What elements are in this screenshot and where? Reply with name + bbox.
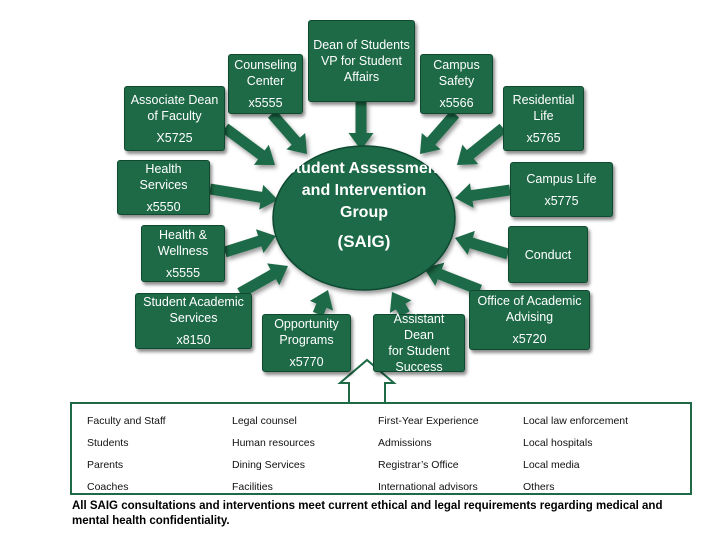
unit-name-line: Advising	[505, 310, 554, 324]
unit-name-line: Life	[533, 108, 554, 123]
partner-item: Legal counsel	[232, 415, 297, 427]
outline-up-arrow	[337, 358, 397, 404]
arrow-dean-of-students	[348, 102, 374, 150]
unit-name-line: Center	[246, 74, 285, 88]
unit-name-line: VP for Student	[320, 54, 403, 68]
unit-name-line: Wellness	[157, 243, 209, 258]
arrow-residential-life	[457, 123, 507, 165]
unit-name-line: Student Academic	[143, 295, 244, 309]
partner-item: Faculty and Staff	[87, 415, 166, 427]
unit-name-line: Health &	[159, 227, 207, 242]
unit-name-line: Associate Dean	[130, 92, 219, 107]
arrow-associate-dean-of-faculty	[221, 123, 275, 165]
unit-name-line: Assistant Dean	[393, 312, 445, 342]
unit-name-line: Services	[169, 311, 218, 325]
unit-extension: x5555	[165, 265, 201, 280]
partner-item: Facilities	[232, 481, 273, 493]
unit-extension: x5555	[248, 96, 283, 110]
unit-box-conduct: Conduct	[508, 226, 588, 283]
unit-name-line: Dean of Students	[313, 38, 410, 52]
center-label: Student Assessment and Intervention Grou…	[278, 158, 450, 252]
unit-extension: x5770	[289, 355, 324, 369]
partner-item: Human resources	[232, 437, 315, 449]
unit-name-line: Safety	[438, 74, 475, 88]
arrow-health-services	[209, 183, 278, 210]
unit-box-health-wellness: Health &Wellness x5555	[141, 225, 225, 282]
unit-name-line: Campus Life	[526, 171, 597, 186]
partner-item: Dining Services	[232, 459, 305, 471]
partner-item: Local hospitals	[523, 437, 593, 449]
unit-name-line: Services	[139, 177, 188, 192]
unit-extension: x5566	[439, 96, 474, 110]
unit-extension: x5720	[512, 332, 547, 346]
unit-name-line: for Student	[388, 344, 450, 358]
partner-item: Registrar’s Office	[378, 459, 459, 471]
partner-item: Admissions	[378, 437, 432, 449]
center-abbr: (SAIG)	[337, 232, 391, 251]
center-title: Student Assessment and Intervention Grou…	[285, 160, 443, 221]
unit-name-line: Affairs	[343, 70, 380, 84]
footer-note: All SAIG consultations and interventions…	[72, 500, 663, 527]
arrow-counseling-center	[267, 110, 307, 154]
arrow-student-academic-services	[237, 263, 288, 298]
unit-extension: x5550	[146, 199, 181, 214]
arrow-opportunity-programs	[309, 290, 333, 317]
partner-item: Coaches	[87, 481, 129, 493]
partner-item: Local media	[523, 459, 580, 471]
center-ellipse	[272, 145, 456, 291]
arrow-office-of-academic-advising	[424, 262, 482, 296]
partner-item: First-Year Experience	[378, 415, 479, 427]
unit-box-campus-life: Campus Life x5775	[510, 162, 613, 217]
unit-extension: x5775	[544, 193, 579, 208]
unit-name-line: Residential	[512, 92, 575, 107]
unit-name-line: of Faculty	[147, 108, 202, 123]
unit-name-line: Conduct	[524, 247, 572, 262]
unit-name-line: Programs	[279, 333, 334, 347]
partner-item: Others	[523, 481, 555, 493]
unit-name-line: Opportunity	[274, 317, 339, 331]
partner-item: Local law enforcement	[523, 415, 629, 427]
unit-extension: x8150	[176, 333, 211, 347]
partner-item: Parents	[87, 459, 124, 471]
unit-name-line: Counseling	[234, 58, 297, 72]
unit-extension: x5765	[526, 130, 561, 145]
arrow-campus-safety	[420, 110, 460, 154]
partner-item: International advisors	[378, 481, 478, 493]
unit-name-line: Office of Academic	[477, 294, 582, 308]
arrow-conduct	[455, 230, 510, 260]
arrow-campus-life	[455, 183, 511, 208]
partner-item: Students	[87, 437, 129, 449]
arrow-health-wellness	[223, 229, 276, 258]
unit-name-line: Health	[145, 161, 182, 176]
unit-name-line: Campus	[433, 58, 480, 72]
arrow-assistant-dean-student-success	[389, 292, 412, 317]
unit-name-line: Success	[395, 360, 443, 374]
unit-extension: X5725	[156, 130, 193, 145]
